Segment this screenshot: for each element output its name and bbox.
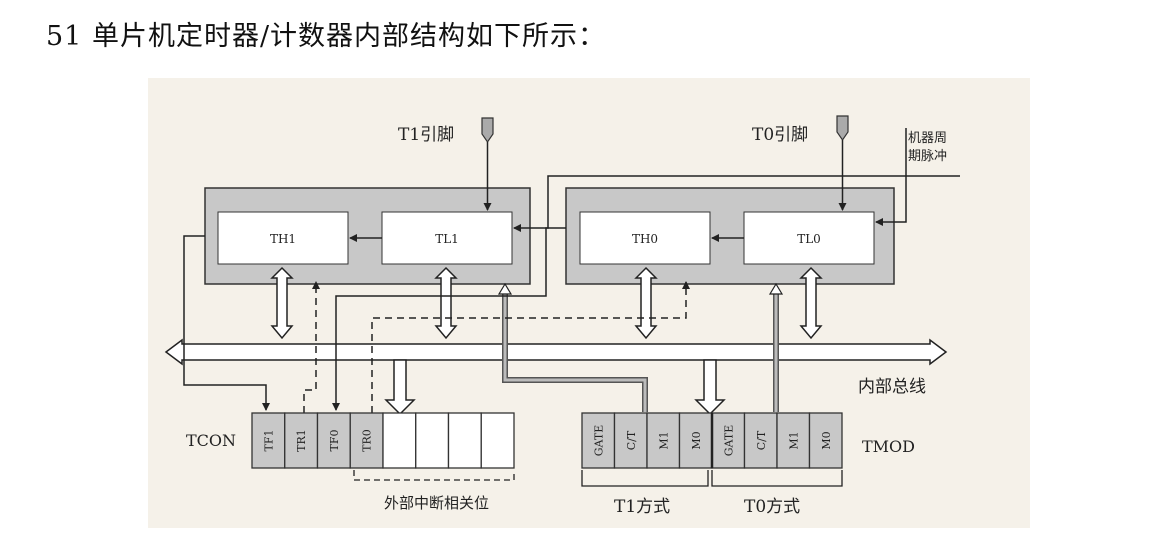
tmod-bit-label: M0 bbox=[820, 431, 833, 449]
th1-label: TH1 bbox=[270, 232, 296, 246]
t1-mode-control-bar-inner bbox=[503, 290, 647, 412]
tcon-bit-label: TR0 bbox=[361, 429, 374, 452]
tf1-overflow-line bbox=[183, 235, 270, 411]
tmod-bit-label: M0 bbox=[690, 431, 703, 449]
tcon-cell bbox=[284, 412, 319, 469]
t1-mode-bracket bbox=[581, 470, 709, 487]
tl0-bus-connector bbox=[799, 266, 823, 340]
tcon-cell bbox=[382, 412, 417, 469]
th1-bus-connector bbox=[270, 266, 294, 340]
tl0-label: TL0 bbox=[797, 232, 821, 246]
external-interrupt-bracket bbox=[353, 470, 515, 481]
tf0-overflow-line bbox=[332, 227, 566, 411]
external-interrupt-label: 外部中断相关位 bbox=[384, 494, 489, 512]
t1-pin-label: T1引脚 bbox=[398, 125, 454, 145]
tcon-cell bbox=[316, 412, 351, 469]
tl1-bus-connector bbox=[434, 266, 458, 340]
tcon-cell bbox=[415, 412, 450, 469]
tcon-bit-label: TR1 bbox=[295, 429, 308, 452]
page-heading: 51 单片机定时器/计数器内部结构如下所示： bbox=[46, 21, 607, 52]
tcon-cell bbox=[447, 412, 482, 469]
tmod-register: GATE C/T M1 M0 GATE C/T M1 M0 bbox=[581, 412, 843, 469]
machine-cycle-to-tl0-arrow bbox=[875, 128, 907, 226]
th0-bus-connector bbox=[634, 266, 658, 340]
tcon-register: TF1 TR1 TF0 TR0 bbox=[251, 412, 515, 469]
tmod-bit-label: M1 bbox=[787, 431, 800, 449]
tmod-bit-label: M1 bbox=[657, 431, 670, 449]
tcon-cell bbox=[349, 412, 384, 469]
machine-cycle-to-tl1-line bbox=[513, 175, 960, 232]
internal-bus bbox=[164, 338, 948, 366]
tl0-register bbox=[743, 211, 875, 265]
tl1-register bbox=[381, 211, 513, 265]
th1-register bbox=[217, 211, 349, 265]
tmod-bit-label: GATE bbox=[722, 425, 735, 457]
th0-register bbox=[579, 211, 711, 265]
bus-to-tmod-arrow bbox=[694, 359, 726, 416]
t0-pin-label: T0引脚 bbox=[752, 125, 808, 145]
machine-cycle-label-line2: 期脉冲 bbox=[908, 149, 947, 164]
tmod-cell bbox=[743, 412, 778, 469]
tmod-cell bbox=[613, 412, 648, 469]
tmod-cell bbox=[808, 412, 843, 469]
tr1-control-line bbox=[303, 281, 320, 413]
t1-mode-control-arrowhead bbox=[497, 282, 513, 295]
bus-to-tcon-arrow bbox=[384, 359, 416, 416]
tcon-bit-label: TF0 bbox=[328, 430, 341, 452]
t1-mode-label: T1方式 bbox=[614, 497, 670, 517]
tmod-label: TMOD bbox=[862, 437, 915, 456]
t0-mode-label: T0方式 bbox=[744, 497, 800, 517]
internal-bus-label: 内部总线 bbox=[858, 377, 926, 397]
t0-pin-symbol bbox=[836, 115, 849, 142]
t1-pin-symbol bbox=[481, 117, 494, 144]
tcon-label: TCON bbox=[186, 431, 236, 450]
tmod-cell bbox=[678, 412, 713, 469]
tr0-control-line bbox=[371, 281, 690, 413]
tl1-label: TL1 bbox=[435, 232, 459, 246]
th0-label: TH0 bbox=[632, 232, 658, 246]
tmod-cell bbox=[776, 412, 811, 469]
tmod-bit-label: GATE bbox=[592, 425, 605, 457]
t0-mode-bracket bbox=[711, 470, 843, 487]
t0-mode-control-arrowhead bbox=[768, 282, 784, 295]
tcon-bit-label: TF1 bbox=[262, 430, 275, 452]
timer-counter-diagram: TH1 TL1 TH0 TL0 T1引脚 T0引脚 机器周 期脉冲 内部总线 T… bbox=[148, 78, 1030, 528]
tmod-bit-label: C/T bbox=[625, 430, 638, 450]
tcon-cell bbox=[480, 412, 515, 469]
machine-cycle-label-line1: 机器周 bbox=[908, 131, 947, 146]
tmod-bit-label: C/T bbox=[755, 430, 768, 450]
